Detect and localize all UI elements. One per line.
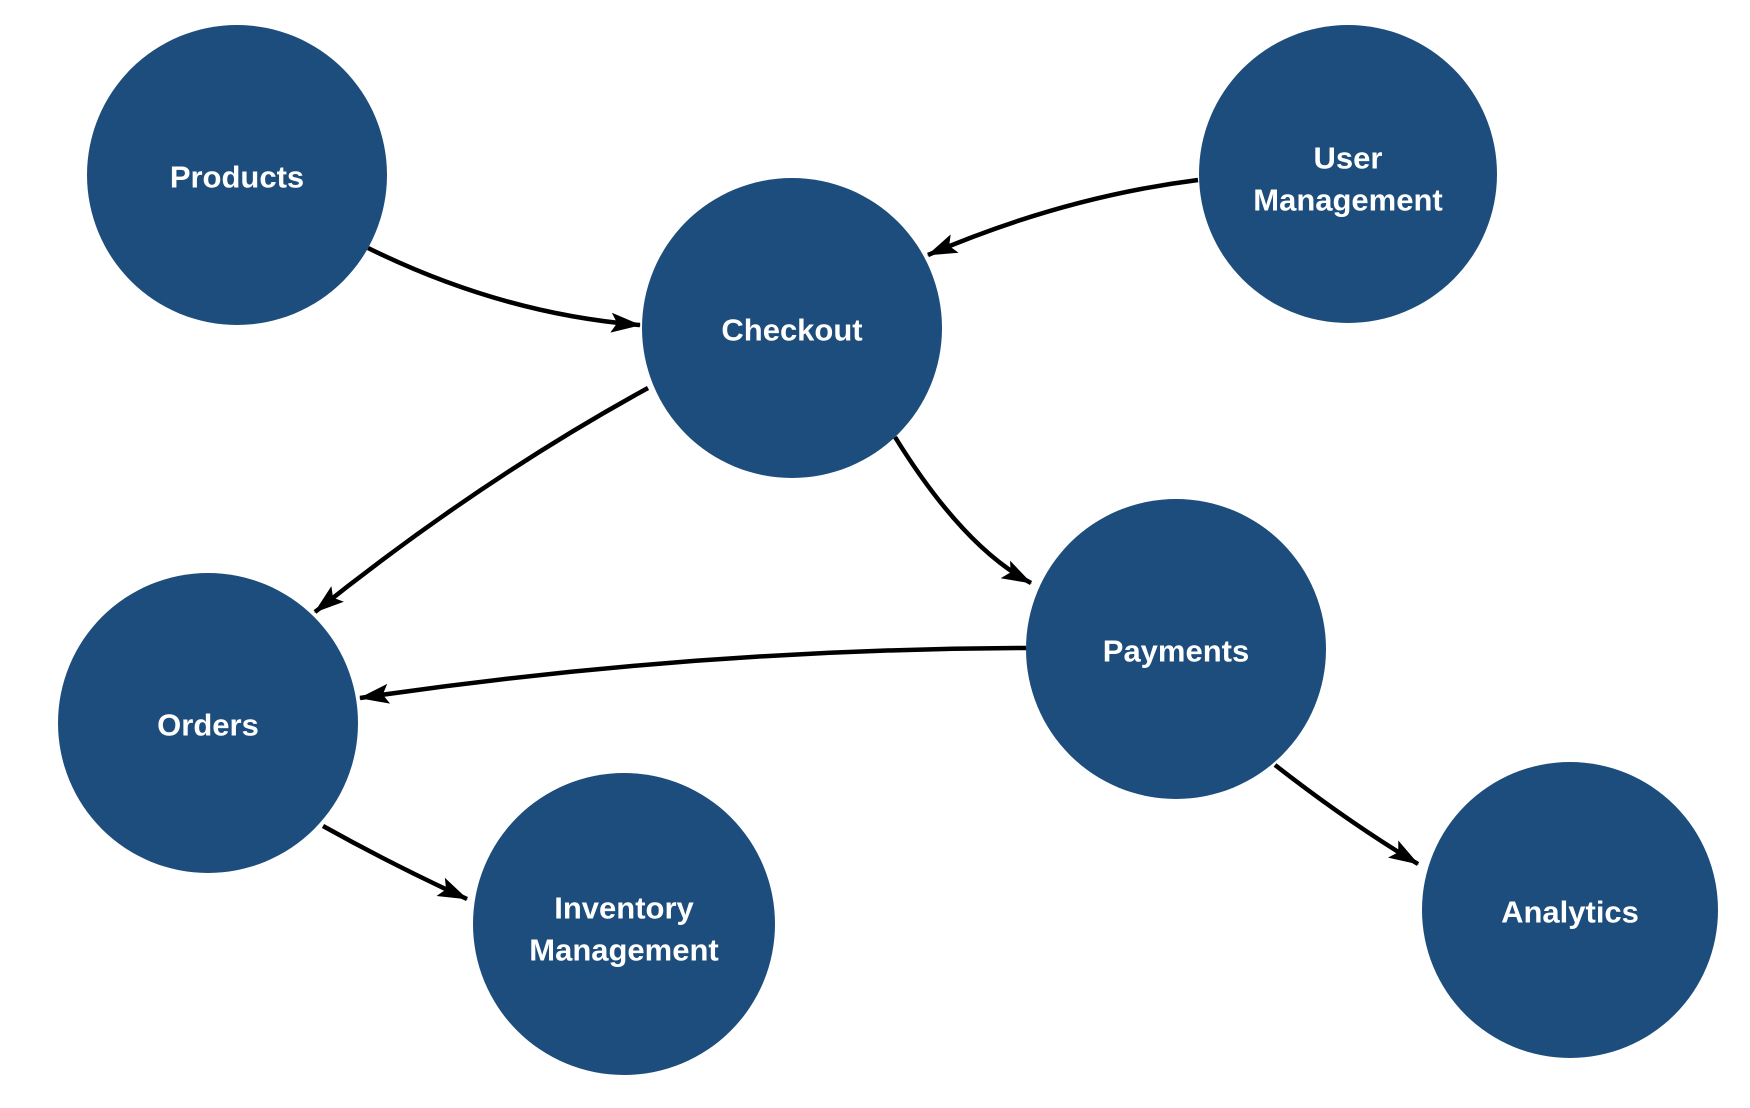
payments-circle[interactable]: [1026, 499, 1326, 799]
checkout-label: Checkout: [721, 313, 862, 348]
checkout-circle[interactable]: [642, 178, 942, 478]
edge-products-to-checkout: [367, 245, 641, 333]
edges-layer: [313, 177, 1420, 902]
inventory-management-label-line-2: Management: [529, 933, 718, 968]
products-label: Products: [170, 160, 304, 195]
orders-label: Orders: [157, 708, 259, 743]
edge-orders-to-inventory-management: [321, 824, 468, 902]
edge-checkout-to-orders: [313, 386, 650, 614]
user-management-label-line-1: User: [1314, 141, 1383, 176]
analytics-label: Analytics: [1501, 895, 1639, 930]
payments-label: Payments: [1103, 634, 1249, 669]
inventory-management-circle[interactable]: [473, 773, 775, 1075]
products-circle[interactable]: [87, 25, 387, 325]
inventory-management-label-line-1: Inventory: [554, 891, 694, 926]
orders-circle[interactable]: [58, 573, 358, 873]
edge-user-management-to-checkout: [927, 177, 1199, 258]
edge-payments-to-orders: [359, 645, 1027, 704]
edge-checkout-to-payments: [893, 435, 1033, 585]
node-analytics[interactable]: Analytics: [1422, 762, 1718, 1058]
analytics-circle[interactable]: [1422, 762, 1718, 1058]
user-management-circle[interactable]: [1199, 25, 1497, 323]
user-management-label-line-2: Management: [1253, 183, 1442, 218]
node-checkout[interactable]: Checkout: [642, 178, 942, 478]
node-payments[interactable]: Payments: [1026, 499, 1326, 799]
edge-payments-to-analytics: [1273, 763, 1420, 866]
node-products[interactable]: Products: [87, 25, 387, 325]
node-orders[interactable]: Orders: [58, 573, 358, 873]
